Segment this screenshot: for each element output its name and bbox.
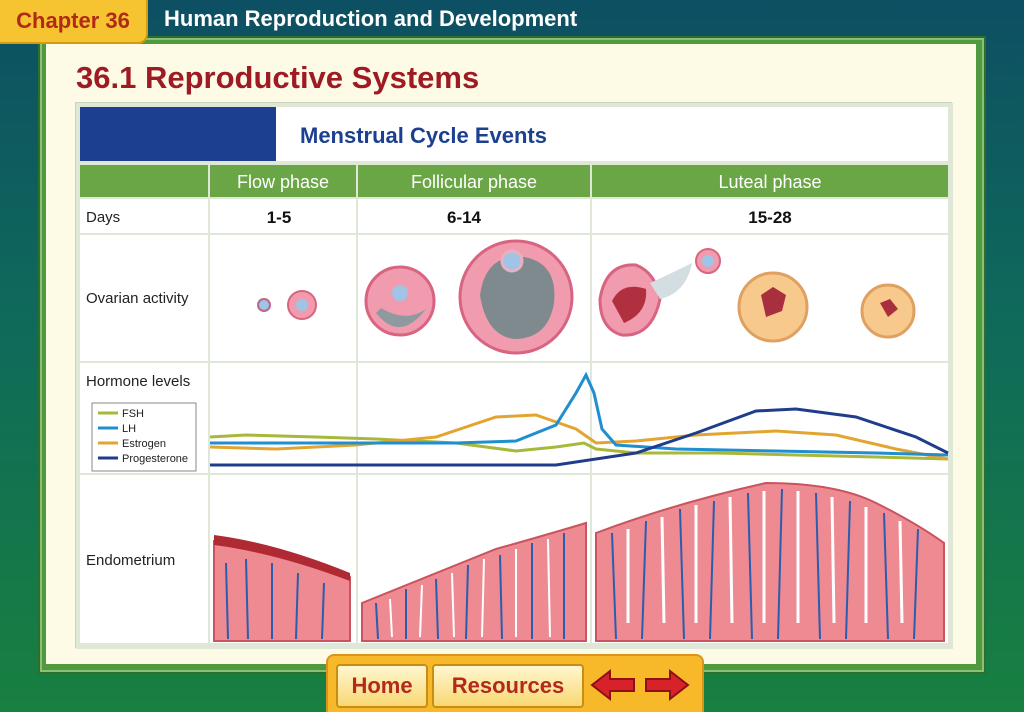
figure-title: Menstrual Cycle Events <box>300 123 547 148</box>
phase-follicular: Follicular phase <box>411 172 537 192</box>
curve-lh <box>210 371 949 457</box>
row-label-days: Days <box>86 209 120 226</box>
phase-luteal: Luteal phase <box>718 172 821 192</box>
days-flow: 1-5 <box>267 208 292 227</box>
title-bar-block <box>80 107 276 161</box>
next-arrow-icon[interactable] <box>644 668 690 702</box>
navigation-bar: Home Resources <box>326 654 704 712</box>
days-follicular: 6-14 <box>447 208 482 227</box>
menstrual-cycle-figure: Menstrual Cycle Events Flow phase Follic… <box>75 102 953 649</box>
legend-label-fsh: FSH <box>122 408 144 420</box>
phase-flow: Flow phase <box>237 172 329 192</box>
row-label-ovarian: Ovarian activity <box>86 290 189 307</box>
days-luteal: 15-28 <box>748 208 791 227</box>
row-label-hormone: Hormone levels <box>86 373 190 390</box>
ovarian-follicles <box>257 239 916 355</box>
chapter-tab: Chapter 36 <box>0 0 148 44</box>
section-title: 36.1 Reproductive Systems <box>76 60 480 95</box>
endometrium-illustration <box>213 481 945 642</box>
curve-fsh <box>209 433 949 461</box>
legend-label-estrogen: Estrogen <box>122 438 166 450</box>
resources-button[interactable]: Resources <box>432 664 584 708</box>
chapter-label: Chapter 36 <box>16 8 130 33</box>
row-label-endometrium: Endometrium <box>86 552 175 569</box>
previous-arrow-icon[interactable] <box>590 668 636 702</box>
chapter-title: Human Reproduction and Development <box>164 6 578 31</box>
legend-label-lh: LH <box>122 423 136 435</box>
home-button[interactable]: Home <box>336 664 428 708</box>
legend-label-progesterone: Progesterone <box>122 453 188 465</box>
hormone-curves <box>209 371 949 467</box>
hormone-legend: FSH LH Estrogen Progesterone <box>91 402 197 472</box>
curve-progesterone <box>210 407 949 467</box>
